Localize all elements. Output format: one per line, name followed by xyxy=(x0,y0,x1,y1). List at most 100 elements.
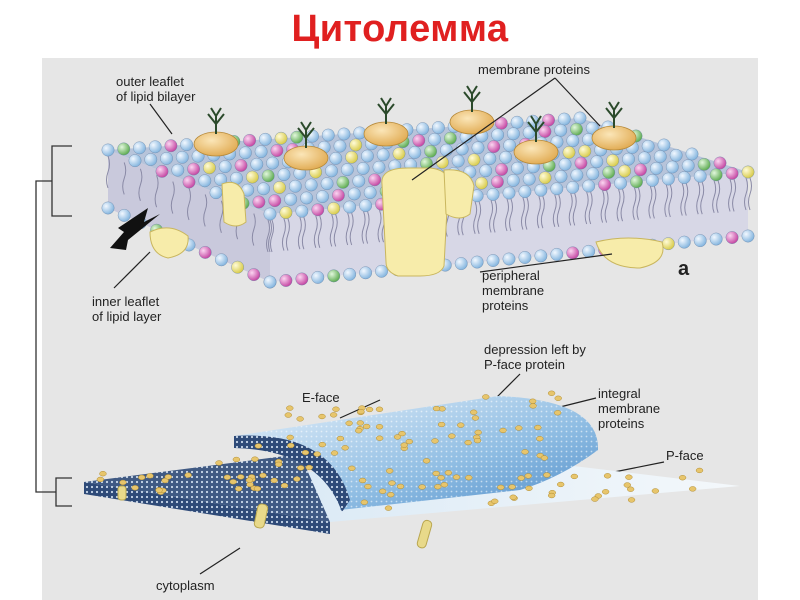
membrane-particle xyxy=(330,450,339,456)
lipid-tail xyxy=(648,186,653,219)
peripheral-protein-right xyxy=(595,237,664,269)
lipid-tail xyxy=(313,215,318,248)
peripheral-protein-left xyxy=(149,227,189,259)
lipid-head xyxy=(320,177,334,191)
membrane-particle xyxy=(464,439,472,446)
lipid-head xyxy=(180,138,194,152)
lipid-head xyxy=(277,168,291,182)
lipid-head xyxy=(681,159,695,173)
label-depression: depression left by P-face protein xyxy=(484,342,586,372)
p-face-dark-edge xyxy=(84,482,330,534)
membrane-particle xyxy=(286,434,294,441)
lipid-head xyxy=(295,204,309,218)
label-peripheral-proteins: peripheral membrane proteins xyxy=(482,268,545,313)
lipid-head xyxy=(598,178,611,192)
membrane-particle xyxy=(448,433,456,439)
lipid-head xyxy=(347,187,361,201)
lipid-head xyxy=(534,183,548,197)
membrane-particle xyxy=(524,473,532,479)
lipid-tail xyxy=(489,200,494,233)
lipid-tail xyxy=(572,193,577,226)
lipid-head xyxy=(693,234,707,248)
membrane-particle xyxy=(348,465,356,471)
lipid-head xyxy=(538,171,552,185)
lipid-head xyxy=(187,162,201,176)
membrane-particle xyxy=(499,427,507,434)
membrane-particle xyxy=(280,482,289,489)
membrane-particles xyxy=(96,390,704,511)
side-protein xyxy=(221,181,247,227)
pointer-cytoplasm xyxy=(199,547,241,575)
lipid-head xyxy=(454,257,468,270)
membrane-particle xyxy=(215,460,223,466)
bilayer-side-face xyxy=(108,150,270,282)
lipid-head xyxy=(566,180,580,194)
membrane-particle xyxy=(465,475,473,481)
lipid-head xyxy=(327,269,341,283)
lipid-head xyxy=(566,134,580,148)
lipid-tail xyxy=(696,182,701,215)
lipid-head xyxy=(490,175,504,189)
lipid-head xyxy=(376,148,390,162)
lipid-head xyxy=(175,150,189,164)
membrane-particle xyxy=(259,472,267,479)
lipid-head xyxy=(614,176,627,190)
membrane-particle xyxy=(388,480,396,486)
label-inner-leaflet: inner leaflet of lipid layer xyxy=(92,294,162,324)
lipid-tail xyxy=(187,187,191,221)
lipid-head xyxy=(507,127,520,141)
lipid-head xyxy=(198,245,212,259)
membrane-particle xyxy=(246,481,254,488)
lipid-head xyxy=(634,163,647,177)
lipid-head xyxy=(311,270,325,284)
lipid-tail xyxy=(744,177,748,211)
lipid-head xyxy=(665,160,679,174)
lipid-head xyxy=(270,144,284,157)
lipid-tail xyxy=(712,180,717,213)
surface-proteins xyxy=(193,85,637,171)
lipid-head xyxy=(606,154,620,167)
lipid-head xyxy=(518,185,532,199)
lipid-head xyxy=(218,160,232,174)
bracket-lines xyxy=(35,145,72,507)
lipid-tail xyxy=(268,219,272,253)
lipid-tail xyxy=(716,180,721,213)
lipid-head xyxy=(467,153,481,167)
lipid-head xyxy=(284,192,298,206)
membrane-particle xyxy=(355,428,363,434)
lipid-tail xyxy=(266,219,270,253)
lipid-head xyxy=(214,253,228,267)
lipid-tail xyxy=(317,215,322,248)
lipid-tail xyxy=(588,191,593,225)
lipid-tail xyxy=(584,191,589,225)
membrane-particle xyxy=(362,423,371,430)
lipid-bilayer-block xyxy=(101,85,755,289)
lipid-head xyxy=(677,171,691,185)
lipid-tail xyxy=(636,187,641,220)
lipid-head xyxy=(274,131,288,145)
lipid-head xyxy=(510,115,524,129)
lipid-head xyxy=(261,169,275,183)
page-title: Цитолемма xyxy=(291,8,509,50)
lipid-tail xyxy=(493,200,498,233)
membrane-particle xyxy=(119,479,127,486)
lipid-head xyxy=(288,179,302,193)
label-e-face: E-face xyxy=(302,390,340,405)
lipid-tail xyxy=(329,214,334,247)
lipid-head xyxy=(263,275,277,289)
lipid-head xyxy=(321,128,335,142)
lipid-head xyxy=(650,161,663,175)
lipid-head xyxy=(741,165,755,179)
membrane-particle xyxy=(251,456,259,462)
lipid-tail xyxy=(668,184,673,218)
integral-protein-stub-3 xyxy=(117,485,127,501)
lipid-tail xyxy=(664,184,669,218)
integral-protein-stub-2 xyxy=(416,519,433,549)
lipid-head xyxy=(273,181,286,194)
integral-protein xyxy=(381,167,450,277)
lipid-head xyxy=(494,116,508,130)
lipid-tail xyxy=(170,181,175,214)
lipid-tail xyxy=(620,189,625,222)
lipid-head xyxy=(352,174,366,188)
